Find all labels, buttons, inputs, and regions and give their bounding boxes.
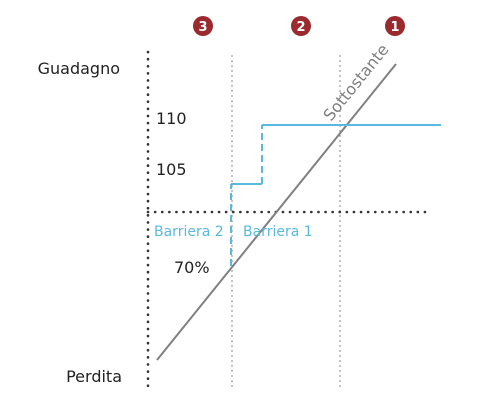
level-110-label: 110: [156, 109, 187, 128]
scenario-badge-3: 3: [193, 16, 213, 36]
gain-label: Guadagno: [38, 59, 120, 78]
scenario-badge-2: 2: [291, 16, 311, 36]
underlying-line: [156, 63, 397, 361]
scenario-badge-1-label: 1: [390, 20, 399, 35]
scenario-badge-2-label: 2: [296, 20, 305, 35]
barrier-1-label: Barriera 1: [243, 224, 313, 240]
scenario-badge-3-label: 3: [198, 20, 207, 35]
loss-label: Perdita: [66, 367, 122, 386]
barrier-2-label: Barriera 2: [154, 224, 224, 240]
level-70-label: 70%: [174, 258, 210, 277]
level-105-label: 105: [156, 160, 187, 179]
scenario-badge-1: 1: [385, 16, 405, 36]
